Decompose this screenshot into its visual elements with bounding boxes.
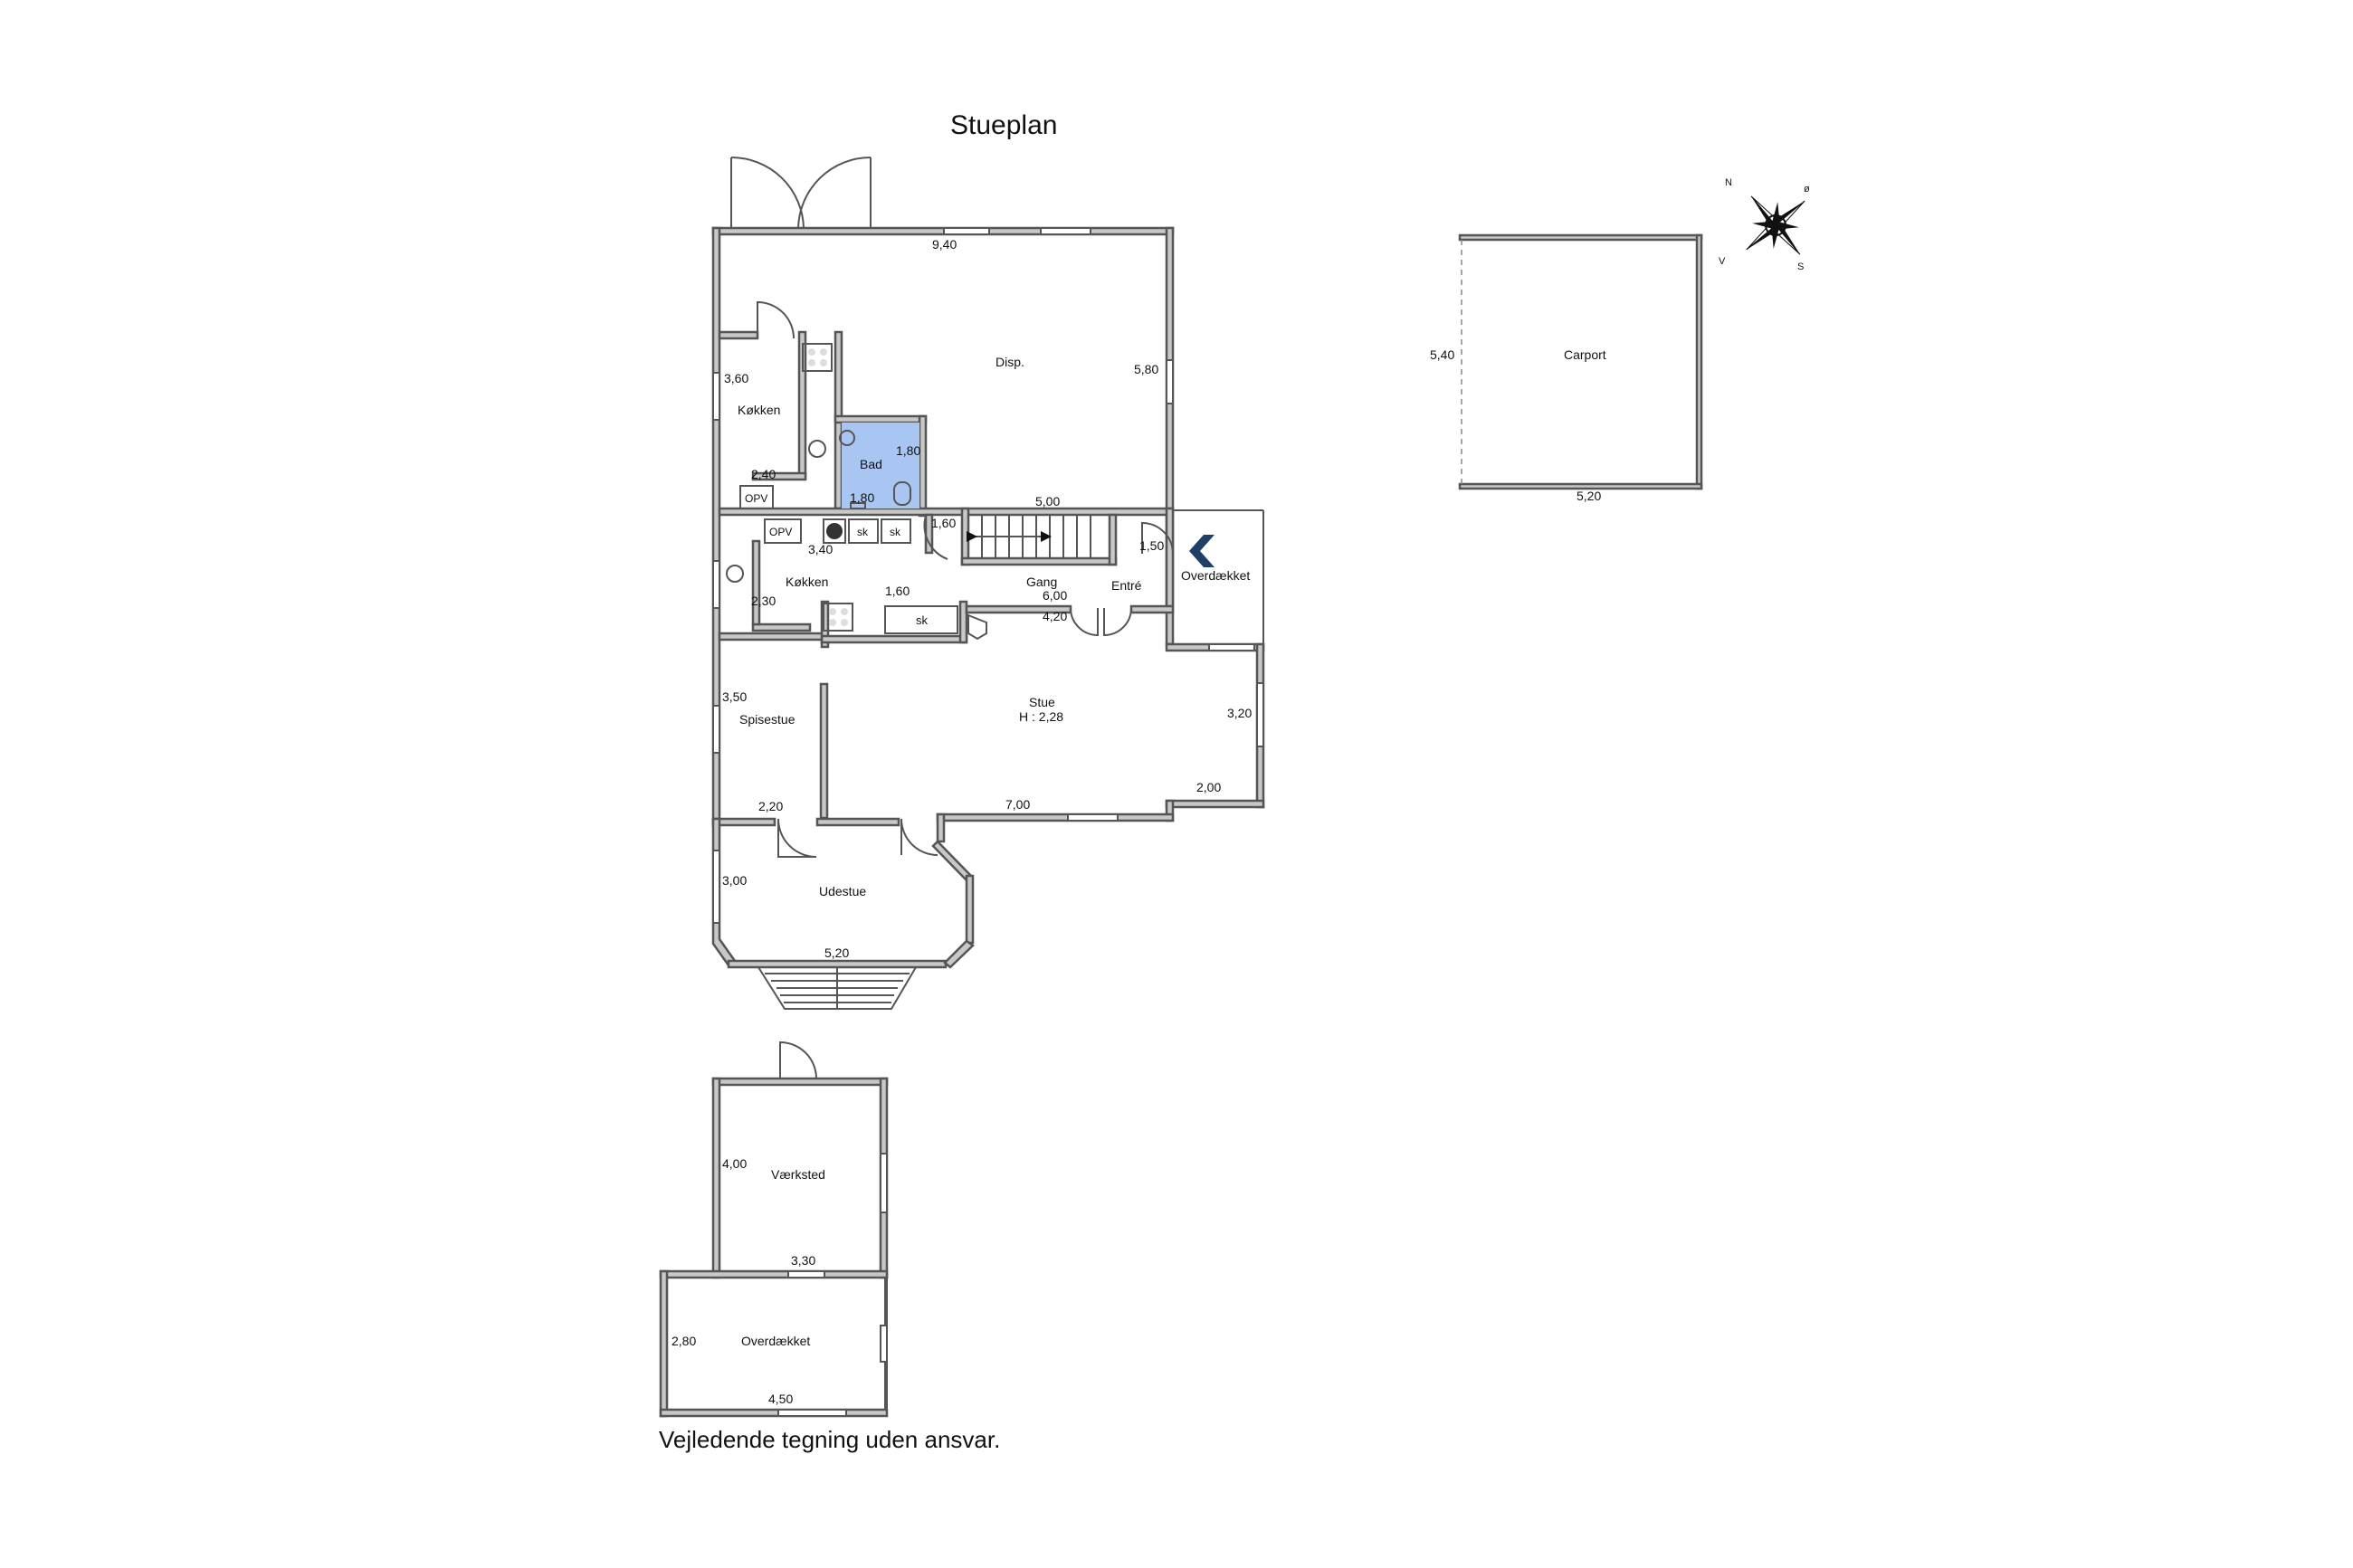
french-doors (730, 157, 872, 229)
dim-carport-width: 5,20 (1577, 489, 1601, 503)
room-overdaekket-annex: Overdækket (741, 1334, 810, 1348)
dim-spise-height: 3,50 (722, 689, 747, 704)
kitchen-fixtures (726, 343, 987, 641)
entry-canopy (1173, 509, 1264, 644)
dim-sk-width: 1,60 (885, 584, 910, 598)
dim-disp-width: 9,40 (932, 237, 957, 252)
dim-carport-height: 5,40 (1430, 347, 1454, 362)
room-vaerksted: Værksted (771, 1167, 825, 1182)
room-overdaekket-entry: Overdækket (1181, 568, 1250, 583)
dim-passage: 1,60 (931, 516, 956, 530)
dim-bad-width: 1,80 (850, 490, 874, 505)
room-spisestue: Spisestue (739, 712, 795, 727)
annex-walls (659, 1041, 889, 1418)
dim-udestue-width: 5,20 (824, 946, 849, 960)
room-bad: Bad (860, 457, 882, 471)
label-sk-2: sk (890, 526, 901, 538)
door-swings (757, 300, 1174, 858)
dim-bad-height: 1,80 (896, 443, 920, 458)
compass-south: S (1797, 261, 1804, 272)
label-sk-3: sk (916, 613, 929, 627)
room-disp: Disp. (996, 355, 1024, 369)
entrance-arrow-icon (1189, 535, 1215, 567)
room-kokken-top: Køkken (738, 403, 780, 417)
room-stue-height: H : 2,28 (1019, 709, 1063, 724)
dim-annex-width: 4,50 (768, 1392, 793, 1406)
room-stue: Stue (1029, 695, 1055, 709)
main-house-walls (711, 226, 1265, 843)
dim-vaerksted-height: 4,00 (722, 1156, 747, 1171)
dim-spise-width: 2,20 (758, 799, 783, 813)
dim-kokken-mid-width: 3,40 (808, 542, 833, 556)
dim-bay-height: 3,20 (1227, 706, 1252, 720)
staircase (967, 514, 1110, 559)
dim-stairs-width: 5,00 (1035, 494, 1060, 508)
dim-disp-height: 5,80 (1134, 362, 1158, 376)
dim-udestue-height: 3,00 (722, 873, 747, 888)
windows (712, 227, 1264, 924)
room-entre: Entré (1111, 578, 1142, 593)
dim-stue-width: 7,00 (1005, 797, 1030, 812)
dim-entre-width: 4,20 (1043, 609, 1067, 623)
disclaimer: Vejledende tegning uden ansvar. (659, 1426, 1000, 1453)
room-kokken-mid: Køkken (786, 575, 828, 589)
dim-vaerksted-width: 3,30 (791, 1253, 815, 1268)
label-opv-1: OPV (745, 492, 767, 505)
dim-annex-height: 2,80 (672, 1334, 696, 1348)
label-opv-2: OPV (769, 526, 792, 538)
udestue-walls (711, 817, 975, 1010)
label-sk-1: sk (857, 526, 869, 538)
compass-west: V (1719, 256, 1726, 267)
dim-entry-width: 1,50 (1139, 538, 1164, 553)
compass-rose-icon (1746, 195, 1805, 255)
dim-gang-width: 6,00 (1043, 588, 1067, 603)
dim-kokken-top-height: 3,60 (724, 371, 748, 385)
dim-kokken-mid-height: 2,30 (751, 594, 776, 608)
room-carport: Carport (1564, 347, 1606, 362)
carport-outline (1458, 233, 1703, 490)
compass-north: N (1725, 177, 1732, 188)
room-udestue: Udestue (819, 884, 866, 898)
room-gang: Gang (1026, 575, 1057, 589)
dim-bay-width: 2,00 (1196, 780, 1221, 794)
plan-title: Stueplan (950, 110, 1057, 140)
compass-east: ø (1804, 184, 1810, 195)
dim-kokken-top-width: 2,40 (751, 467, 776, 481)
